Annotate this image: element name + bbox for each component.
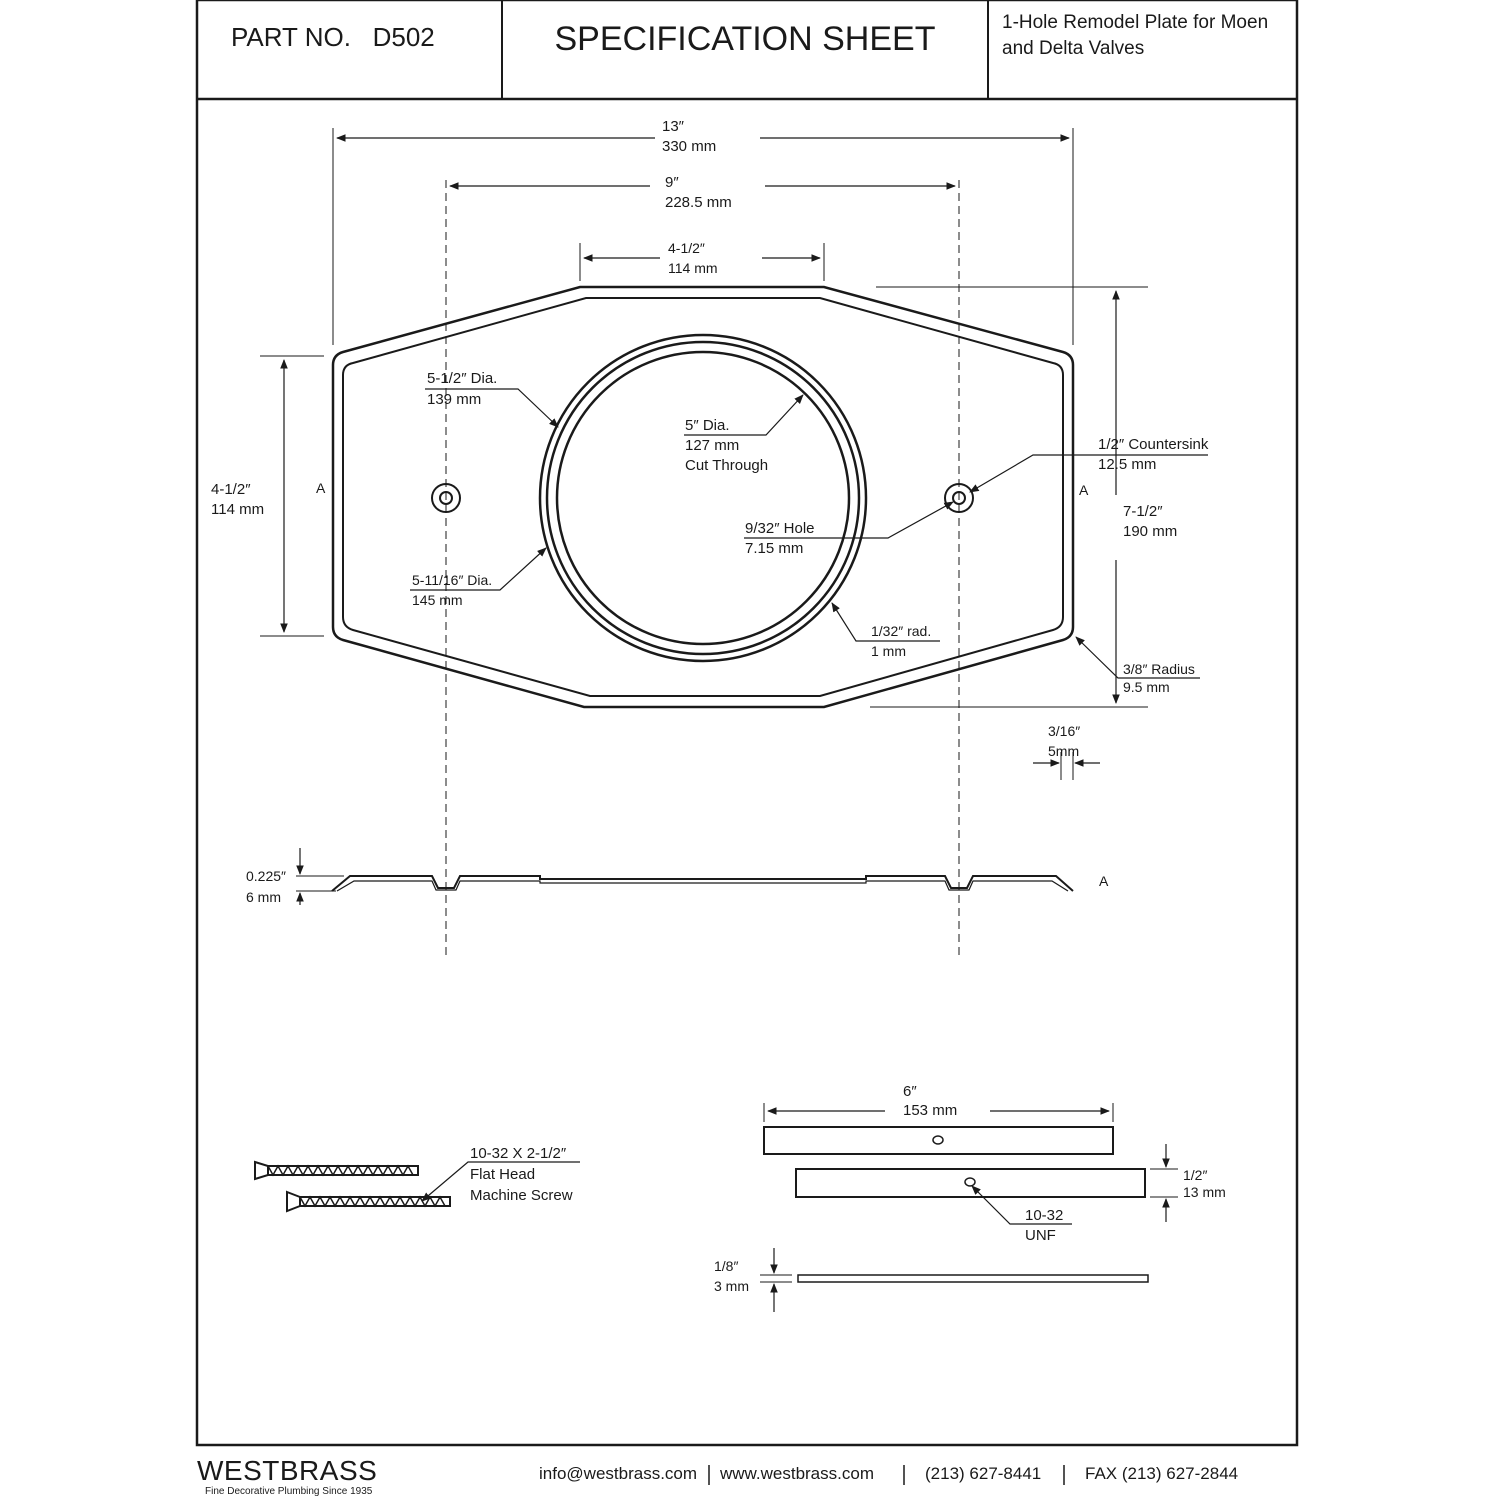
label-profile-height-in: 0.225″ <box>246 868 286 884</box>
label-countersink-mm: 12.5 mm <box>1098 456 1157 473</box>
label-flange-mm: 5mm <box>1048 743 1080 759</box>
screw-upper <box>254 1160 419 1181</box>
footer-phone: (213) 627-8441 <box>925 1464 1042 1483</box>
label-screw-spec: 10-32 X 2-1/2″ <box>470 1145 567 1162</box>
label-emboss-dia-in: 5-11/16″ Dia. <box>412 572 493 588</box>
leader-countersink <box>969 454 1208 493</box>
bracket-side-view <box>797 1274 1149 1283</box>
label-countersink-in: 1/2″ Countersink <box>1098 436 1209 453</box>
label-bracket-length-mm: 153 mm <box>903 1102 958 1119</box>
cut-through-circle <box>555 350 851 646</box>
footer-email[interactable]: info@westbrass.com <box>539 1464 698 1483</box>
label-9in: 9″ <box>665 174 679 191</box>
part-number: PART NO. D502 <box>231 22 435 53</box>
label-hole-in: 9/32″ Hole <box>745 520 815 537</box>
bracket-front-view <box>795 1168 1146 1198</box>
plate-inner-emboss <box>342 297 1064 697</box>
description-line1: 1-Hole Remodel Plate for Moen <box>1002 12 1269 33</box>
leader-rad <box>831 602 940 642</box>
label-corner-radius-in: 3/8″ Radius <box>1123 661 1195 677</box>
plate-side-profile <box>331 875 1074 892</box>
leader-hole <box>744 501 954 539</box>
label-228mm: 228.5 mm <box>665 194 732 211</box>
label-corner-radius-mm: 9.5 mm <box>1123 679 1170 695</box>
screw-lower <box>286 1190 451 1213</box>
leader-thread <box>971 1185 1072 1225</box>
outer-ring <box>545 340 861 656</box>
label-side-height-mm: 114 mm <box>211 501 265 518</box>
label-profile-height-mm: 6 mm <box>246 889 281 905</box>
label-screw-line3: Machine Screw <box>470 1187 573 1204</box>
label-overall-height-mm: 190 mm <box>1123 523 1178 540</box>
label-hole-mm: 7.15 mm <box>745 540 804 557</box>
bracket-front-hole <box>964 1177 976 1187</box>
label-thickness-in: 1/8″ <box>714 1258 739 1274</box>
plate-outline <box>331 285 1075 709</box>
section-marker-left: A <box>316 480 326 496</box>
product-description: 1-Hole Remodel Plate for Moen and Delta … <box>1002 10 1268 62</box>
label-top-flat-in: 4-1/2″ <box>668 240 705 256</box>
part-no-label: PART NO. <box>231 22 351 52</box>
leader-outer-dia <box>425 388 559 428</box>
label-bracket-height-mm: 13 mm <box>1183 1184 1226 1200</box>
label-thickness-mm: 3 mm <box>714 1278 749 1294</box>
part-no-value: D502 <box>372 22 435 52</box>
leader-screw <box>421 1161 580 1202</box>
leader-corner-radius <box>1075 636 1200 679</box>
footer-fax: FAX (213) 627-2844 <box>1085 1464 1239 1483</box>
label-cut-dia-mm: 127 mm <box>685 437 740 454</box>
sheet-border <box>195 0 1299 1447</box>
label-thread-type: UNF <box>1025 1227 1056 1244</box>
description-line2: and Delta Valves <box>1002 38 1145 59</box>
label-bracket-height-in: 1/2″ <box>1183 1167 1208 1183</box>
label-emboss-dia-mm: 145 mm <box>412 592 463 608</box>
label-330mm: 330 mm <box>662 138 717 155</box>
label-side-height-in: 4-1/2″ <box>211 481 251 498</box>
leader-emboss-dia <box>410 547 547 591</box>
label-flange-in: 3/16″ <box>1048 723 1081 739</box>
bracket-top-view <box>763 1126 1114 1155</box>
label-cut-through: Cut Through <box>685 457 769 474</box>
footer-website[interactable]: www.westbrass.com <box>720 1464 874 1483</box>
footer-separators <box>708 1465 1065 1485</box>
brand-tagline: Fine Decorative Plumbing Since 1935 <box>205 1486 373 1497</box>
label-bracket-length-in: 6″ <box>903 1083 917 1100</box>
label-outer-dia-mm: 139 mm <box>427 391 482 408</box>
label-outer-dia-in: 5-1/2″ Dia. <box>427 370 498 387</box>
label-screw-line2: Flat Head <box>470 1166 536 1183</box>
plate-side-profile-bottom <box>336 880 1069 892</box>
label-13in: 13″ <box>662 118 684 135</box>
emboss-ring <box>538 333 868 663</box>
label-rad-mm: 1 mm <box>871 643 906 659</box>
section-marker-right: A <box>1079 482 1089 498</box>
brand-logo: WESTBRASS <box>197 1455 378 1486</box>
label-top-flat-mm: 114 mm <box>668 260 718 276</box>
sheet-title: SPECIFICATION SHEET <box>554 20 936 58</box>
section-marker-profile: A <box>1099 873 1109 889</box>
leader-cut-dia <box>684 394 804 436</box>
extension-lines <box>260 128 1148 780</box>
label-rad-in: 1/32″ rad. <box>871 623 932 639</box>
label-thread-size: 10-32 <box>1025 1207 1064 1224</box>
label-overall-height-in: 7-1/2″ <box>1123 503 1163 520</box>
label-cut-dia-in: 5″ Dia. <box>685 417 730 434</box>
bracket-top-hole <box>932 1135 944 1145</box>
